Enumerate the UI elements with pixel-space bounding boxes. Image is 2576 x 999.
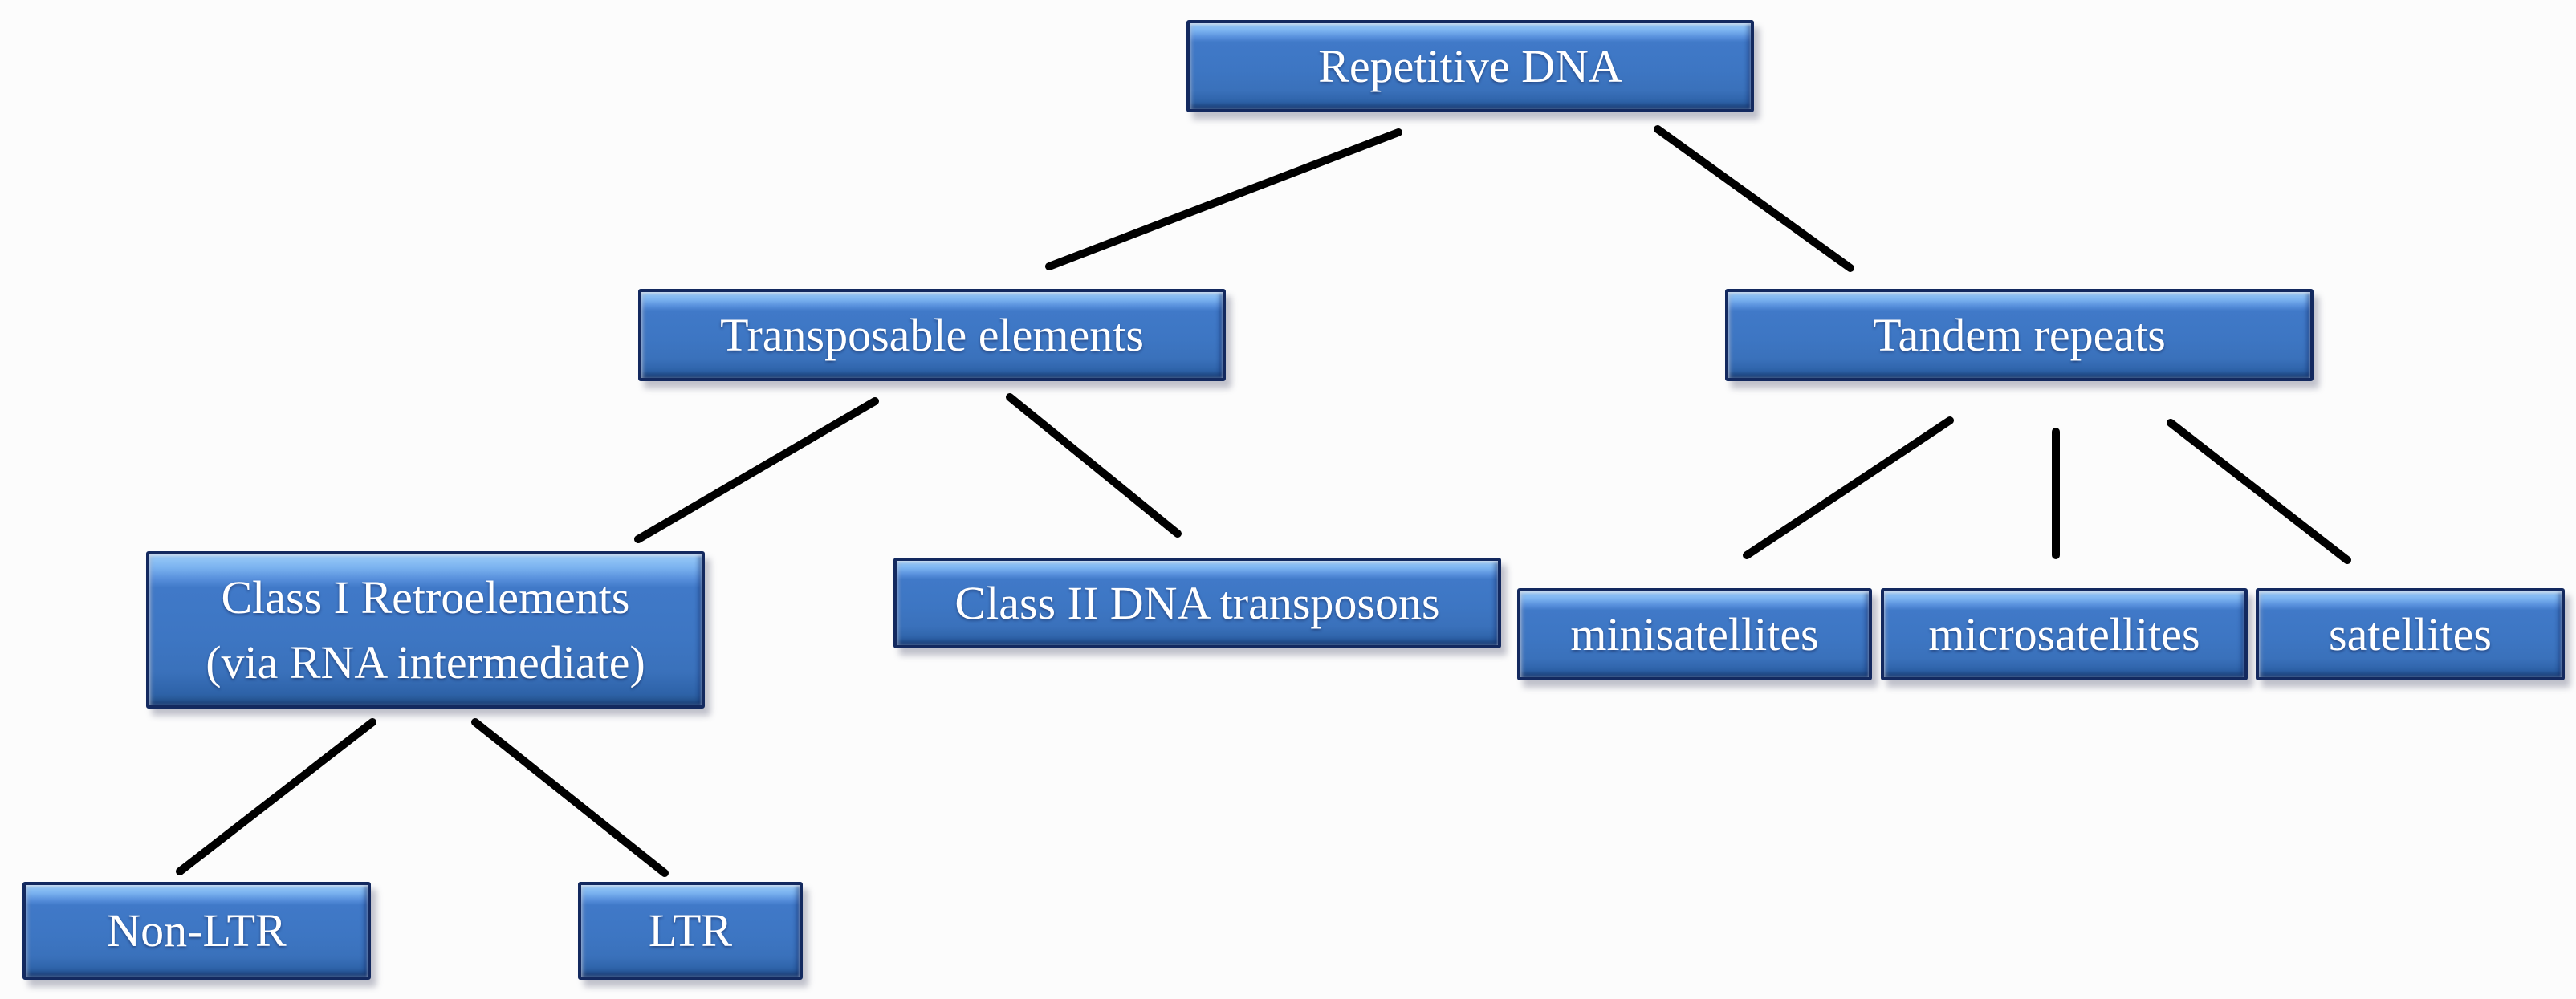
node-label-tandem-repeats: Tandem repeats: [1873, 308, 2166, 361]
node-label-class-i-retroelements: Class I Retroelements (via RNA intermedi…: [206, 571, 645, 688]
node-ltr: LTR: [578, 882, 803, 980]
node-class-i-retroelements: Class I Retroelements (via RNA intermedi…: [146, 551, 705, 709]
connector-tandem-repeats-to-minisatellites: [1743, 416, 1954, 559]
connector-class-i-retroelements-to-non-ltr: [176, 718, 376, 875]
connector-transposable-elements-to-class-ii-dna-transposons: [1006, 393, 1182, 538]
node-transposable-elements: Transposable elements: [638, 289, 1226, 381]
connector-repetitive-dna-to-tandem-repeats: [1654, 125, 1854, 272]
node-label-transposable-elements: Transposable elements: [720, 308, 1144, 361]
node-label-minisatellites: minisatellites: [1570, 607, 1819, 660]
node-class-ii-dna-transposons: Class II DNA transposons: [893, 558, 1501, 648]
node-label-non-ltr: Non-LTR: [107, 904, 287, 957]
node-non-ltr: Non-LTR: [22, 882, 371, 980]
node-label-class-ii-dna-transposons: Class II DNA transposons: [954, 576, 1440, 629]
node-label-microsatellites: microsatellites: [1928, 607, 2200, 660]
connector-transposable-elements-to-class-i-retroelements: [634, 397, 879, 543]
node-microsatellites: microsatellites: [1881, 588, 2248, 680]
connector-class-i-retroelements-to-ltr: [471, 718, 669, 877]
node-label-ltr: LTR: [648, 904, 733, 957]
node-tandem-repeats: Tandem repeats: [1725, 289, 2314, 381]
node-repetitive-dna: Repetitive DNA: [1186, 20, 1754, 112]
node-label-repetitive-dna: Repetitive DNA: [1318, 39, 1622, 92]
node-minisatellites: minisatellites: [1517, 588, 1872, 680]
connector-tandem-repeats-to-satellites: [2167, 419, 2351, 564]
connector-repetitive-dna-to-transposable-elements: [1045, 128, 1402, 270]
node-label-satellites: satellites: [2329, 607, 2492, 660]
node-satellites: satellites: [2256, 588, 2565, 680]
